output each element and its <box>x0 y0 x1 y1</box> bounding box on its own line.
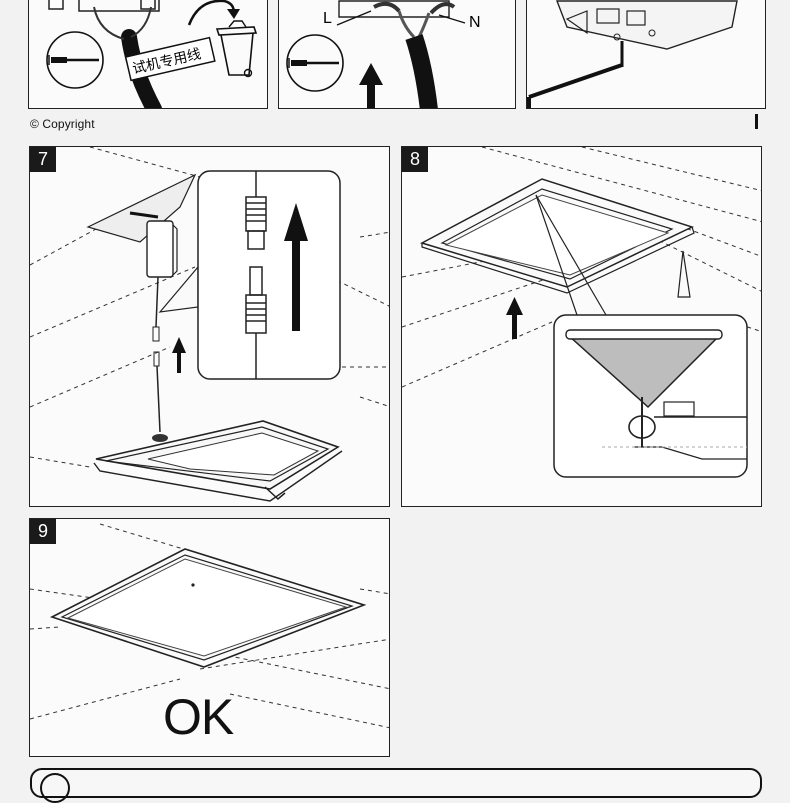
step-7-illustration <box>30 147 389 502</box>
step-8-panel: 8 <box>401 146 762 507</box>
top-panel-1: 试机专用线 <box>28 0 268 109</box>
top-panel-2: L N <box>278 0 516 109</box>
screwdriver-icon <box>286 34 344 92</box>
top-panel-3 <box>526 0 766 109</box>
page-mark <box>755 114 758 129</box>
step-8-illustration <box>402 147 761 478</box>
up-arrow-icon <box>506 297 523 339</box>
top-panel-3-illustration <box>527 0 738 108</box>
step-7-panel: 7 <box>29 146 390 507</box>
wire-label-n: N <box>469 14 481 31</box>
large-up-arrow-icon <box>284 203 308 331</box>
up-arrow-icon <box>172 337 186 373</box>
up-arrow-icon <box>359 63 383 108</box>
wire-label-l: L <box>323 10 332 27</box>
top-panel-1-illustration: 试机专用线 <box>46 0 258 108</box>
step-9-illustration <box>30 523 389 729</box>
note-box <box>30 768 762 798</box>
ok-text: OK <box>163 689 234 745</box>
info-circle-icon <box>40 773 70 803</box>
screwdriver-icon <box>46 31 104 89</box>
step-number: 7 <box>30 147 56 172</box>
recycle-bin-icon <box>215 20 258 78</box>
step-number: 9 <box>30 519 56 544</box>
step-number: 8 <box>402 147 428 172</box>
step-9-panel: 9 <box>29 518 390 757</box>
top-panel-2-illustration: L N <box>286 0 481 108</box>
copyright-text: © Copyright <box>30 117 95 131</box>
